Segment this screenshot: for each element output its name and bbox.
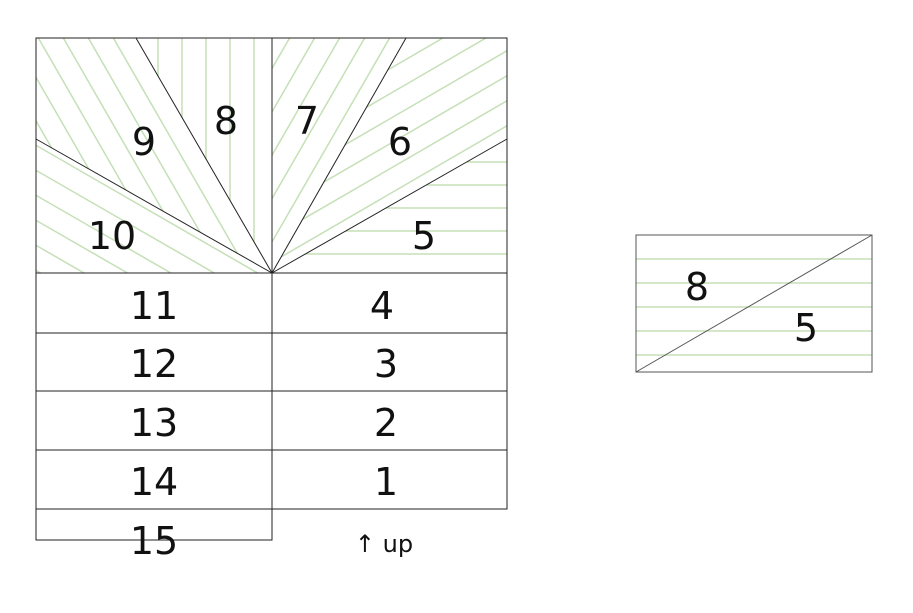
detail-frame [635, 234, 873, 373]
winder-5-hatch [272, 161, 507, 255]
step-label-11: 11 [130, 284, 178, 328]
step-label-15: 15 [130, 519, 178, 563]
winder-label-6: 6 [388, 120, 412, 164]
winder-label-9: 9 [132, 120, 156, 164]
step-label-2: 2 [374, 401, 398, 445]
direction-up-label: ↑ up [355, 530, 413, 558]
winder-6-hatch [272, 38, 507, 273]
step-15 [35, 508, 273, 541]
step-label-4: 4 [370, 284, 394, 328]
left-flight: 11 12 13 14 15 [35, 272, 273, 563]
detail-label-lower: 5 [794, 306, 818, 350]
detail-label-upper: 8 [685, 265, 709, 309]
winder-label-7: 7 [295, 99, 319, 143]
winder-label-5: 5 [412, 214, 436, 258]
step-label-3: 3 [374, 342, 398, 386]
right-flight: 4 3 2 1 [271, 272, 508, 510]
winder-label-8: 8 [214, 99, 238, 143]
step-label-13: 13 [130, 401, 178, 445]
step-label-12: 12 [130, 342, 178, 386]
winder-10-hatch [36, 139, 272, 273]
winder-label-10: 10 [88, 214, 136, 258]
step-label-1: 1 [374, 460, 398, 504]
step-label-14: 14 [130, 460, 178, 504]
step-1 [271, 449, 508, 510]
winder-outlines [35, 37, 508, 274]
detail-diagram: 8 5 [635, 234, 873, 373]
detail-diagonal [635, 234, 873, 373]
detail-hatch [636, 258, 872, 356]
